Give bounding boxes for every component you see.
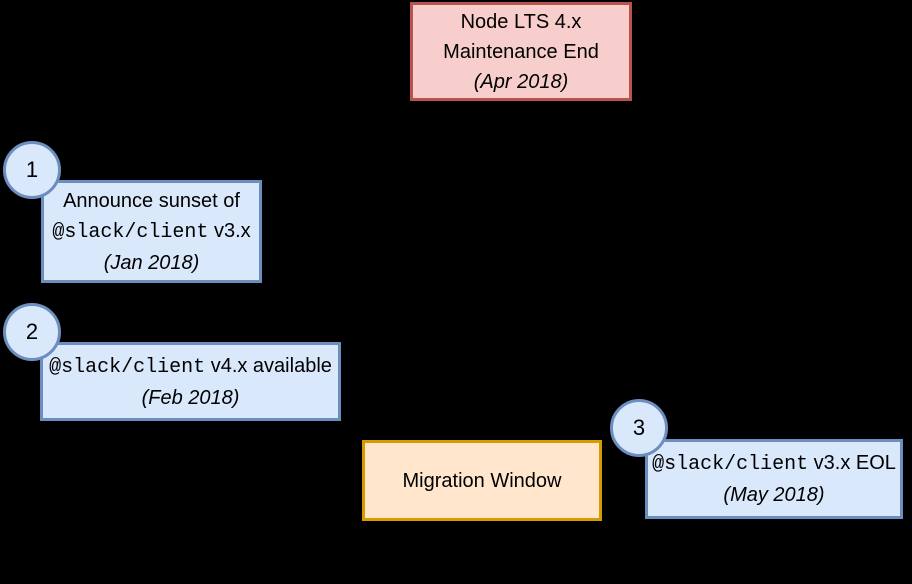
step3-date: (May 2018)	[723, 484, 825, 506]
step1-package-code: @slack/client	[52, 220, 209, 244]
step1-version-text: v3.x	[208, 219, 251, 242]
step2-number: 2	[25, 319, 39, 344]
step1-date: (Jan 2018)	[103, 251, 200, 274]
step3-number-badge: 3	[610, 399, 668, 457]
node-lts-date: (Apr 2018)	[473, 70, 569, 93]
node-lts-line2: Maintenance End	[443, 40, 599, 63]
v4-available-box: @slack/client v4.x available (Feb 2018)	[40, 342, 341, 421]
step1-number: 1	[25, 157, 39, 182]
node-lts-maintenance-end-box: Node LTS 4.x Maintenance End (Apr 2018)	[410, 2, 632, 101]
v3-eol-box: @slack/client v3.x EOL (May 2018)	[645, 439, 903, 519]
step1-line1: Announce sunset of	[63, 189, 240, 212]
step1-line2: @slack/client v3.x	[52, 216, 250, 248]
migration-window-box: Migration Window	[362, 440, 602, 521]
node-lts-line1: Node LTS 4.x	[460, 10, 582, 33]
step3-version-text: v3.x EOL	[808, 452, 896, 474]
step2-date: (Feb 2018)	[141, 386, 240, 409]
step2-package-code: @slack/client	[49, 355, 206, 379]
step3-package-code: @slack/client	[652, 453, 809, 476]
step3-number: 3	[632, 415, 646, 440]
step3-line1: @slack/client v3.x EOL	[652, 448, 896, 480]
migration-window-label: Migration Window	[402, 469, 562, 492]
step2-line1: @slack/client v4.x available	[49, 351, 332, 383]
step1-number-badge: 1	[3, 141, 61, 199]
announce-sunset-box: Announce sunset of @slack/client v3.x (J…	[41, 180, 262, 283]
step2-number-badge: 2	[3, 303, 61, 361]
step2-version-text: v4.x available	[205, 354, 332, 377]
